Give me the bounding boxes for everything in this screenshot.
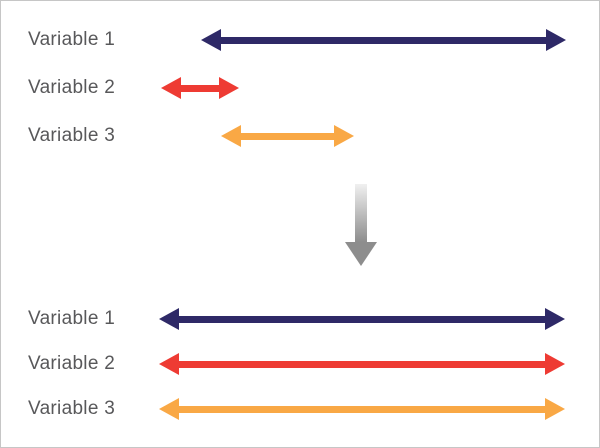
right-arrowhead-icon	[219, 77, 239, 99]
arrow-shaft	[221, 36, 546, 44]
variable-2-label: Variable 2	[28, 77, 116, 98]
arrow-shaft	[181, 84, 219, 92]
left-arrowhead-icon	[159, 353, 179, 375]
arrow-shaft	[179, 405, 545, 413]
variable-1-range-arrow	[159, 308, 565, 330]
variable-1-range-arrow	[201, 29, 566, 51]
variable-2-range-arrow	[159, 353, 565, 375]
arrow-shaft	[179, 360, 545, 368]
left-arrowhead-icon	[159, 308, 179, 330]
transform-down-arrow-icon	[345, 184, 377, 266]
arrow-shaft	[179, 315, 545, 323]
arrow-shaft	[241, 132, 334, 140]
left-arrowhead-icon	[161, 77, 181, 99]
variable-3-label: Variable 3	[28, 125, 116, 146]
variable-1-label: Variable 1	[28, 308, 116, 329]
right-arrowhead-icon	[545, 353, 565, 375]
variable-3-label: Variable 3	[28, 398, 116, 419]
variable-3-range-arrow	[159, 398, 565, 420]
right-arrowhead-icon	[334, 125, 354, 147]
variable-2-label: Variable 2	[28, 353, 116, 374]
variable-2-range-arrow	[161, 77, 239, 99]
down-arrowhead-icon	[345, 242, 377, 266]
variable-1-label: Variable 1	[28, 29, 116, 50]
right-arrowhead-icon	[545, 308, 565, 330]
down-arrow-shaft	[355, 184, 367, 242]
left-arrowhead-icon	[221, 125, 241, 147]
left-arrowhead-icon	[159, 398, 179, 420]
right-arrowhead-icon	[546, 29, 566, 51]
left-arrowhead-icon	[201, 29, 221, 51]
variable-3-range-arrow	[221, 125, 354, 147]
right-arrowhead-icon	[545, 398, 565, 420]
